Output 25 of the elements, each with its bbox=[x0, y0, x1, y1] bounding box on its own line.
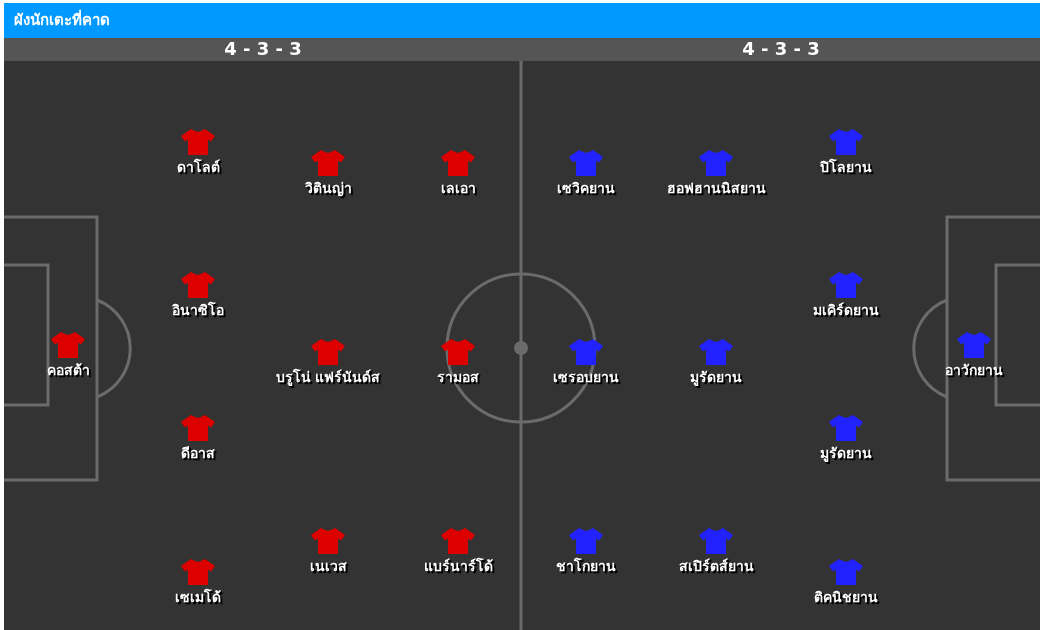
formation-label: 4 - 3 - 3 bbox=[742, 38, 820, 60]
player-name: วิตินญ่า bbox=[304, 179, 352, 197]
player-name: เซวิคยาน bbox=[557, 179, 615, 197]
player-name: เนเวส bbox=[309, 557, 347, 575]
player-name: ติคนิชยาน bbox=[814, 588, 878, 606]
player-name: อาวักยาน bbox=[945, 361, 1003, 379]
player-name: มูรัดยาน bbox=[690, 368, 742, 386]
player-name: ดาโลต์ bbox=[176, 158, 220, 176]
player-name: รามอส bbox=[437, 368, 479, 386]
player-name: ปิโลยาน bbox=[820, 158, 872, 176]
formation-label: 4 - 3 - 3 bbox=[224, 38, 302, 60]
player-name: ฮอฟฮานนิสยาน bbox=[666, 179, 766, 197]
player-name: ดีอาส bbox=[181, 444, 215, 462]
player-name: แบร์นาร์โด้ bbox=[423, 557, 493, 575]
player-name: ชาโกยาน bbox=[556, 557, 616, 575]
player-name: มเคิร์ดยาน bbox=[813, 301, 879, 319]
player-name: สเปิร์ตส์ยาน bbox=[678, 557, 754, 575]
player-name: อินาซิโอ bbox=[172, 301, 224, 319]
panel-title: ผังนักเตะที่คาด bbox=[14, 10, 110, 30]
player-name: มูรัดยาน bbox=[820, 444, 872, 462]
player-name: เซรอบยาน bbox=[553, 368, 619, 386]
player-name: บรูโน่ แฟร์นันด์ส bbox=[275, 368, 381, 386]
player-name: คอสต้า bbox=[46, 361, 90, 379]
player-name: เซเมโด้ bbox=[175, 588, 221, 606]
player-name: เลเอา bbox=[440, 179, 476, 197]
